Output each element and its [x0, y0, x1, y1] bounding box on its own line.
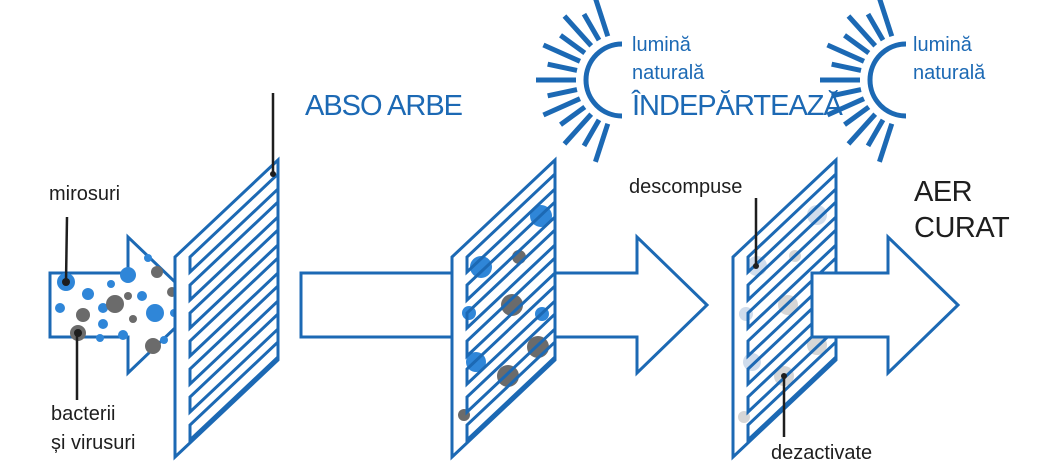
sun-ray [826, 42, 865, 64]
sun-ray [846, 14, 878, 48]
filter-panel-1 [173, 156, 280, 461]
sun-ray [846, 112, 878, 146]
sun-ray [865, 118, 886, 148]
clean-air-heading-line1: AER [914, 176, 973, 208]
sun-ray [826, 96, 865, 118]
sun-ray [559, 105, 587, 127]
sun-rays-icon [820, 0, 907, 163]
polluted-air-particles [55, 254, 178, 354]
sun-arc [583, 41, 623, 119]
clean-air-arrow [810, 233, 961, 377]
sun-ray [547, 61, 578, 73]
sun-ray [581, 118, 602, 148]
remove-heading: ÎNDEPĂRTEAZĂ [632, 90, 843, 122]
sun-ray [542, 96, 581, 118]
decomposed-label: descompuse [629, 176, 743, 198]
sun-ray [843, 105, 871, 127]
sun-ray [831, 61, 862, 73]
sun-ray [547, 87, 578, 99]
natural-light-label-1-line2: naturală [632, 62, 705, 84]
sun-arc [867, 41, 907, 119]
absorb-heading: ABSO ARBE [305, 90, 463, 122]
sun-ray [559, 33, 587, 55]
sun-ray [877, 0, 895, 38]
sun-ray [542, 42, 581, 64]
bacteria-label-line1: bacterii [51, 403, 116, 425]
deactivated-label: dezactivate [771, 442, 873, 464]
sun-ray [593, 0, 611, 38]
sun-ray [843, 33, 871, 55]
leader-lines [64, 93, 787, 437]
natural-light-label-2-line2: naturală [913, 62, 986, 84]
odors-label: mirosuri [49, 183, 121, 205]
clean-air-heading-line2: CURAT [914, 212, 1010, 244]
sun-rays-icon [536, 0, 623, 163]
sun-ray [581, 12, 602, 42]
sun-ray [877, 122, 895, 163]
natural-light-label-1-line1: lumină [632, 34, 691, 56]
sun-ray [562, 112, 594, 146]
sun-ray [831, 87, 862, 99]
filter-panel-2 [450, 156, 557, 461]
sun-ray [593, 122, 611, 163]
natural-light-label-2-line1: lumină [913, 34, 972, 56]
filter-panel-3 [731, 156, 838, 461]
bacteria-label-line2: și virusuri [51, 432, 136, 454]
sun-ray [562, 14, 594, 48]
sun-ray [865, 12, 886, 42]
